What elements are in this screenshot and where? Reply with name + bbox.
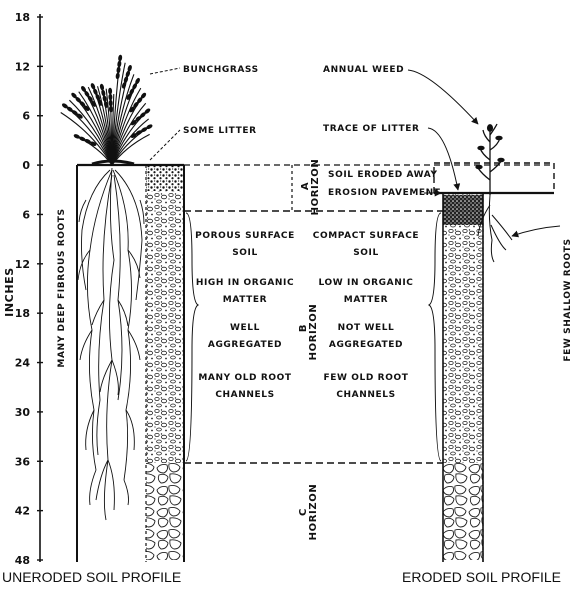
some-litter-callout-line: [149, 129, 181, 161]
eroded-feature-text: LOW IN ORGANIC: [319, 278, 414, 288]
uneroded-feature-text: WELL: [230, 323, 260, 333]
uneroded-feature-text: AGGREGATED: [208, 340, 282, 350]
bunchgrass-label: BUNCHGRASS: [183, 65, 259, 75]
trace-of-litter-label: TRACE OF LITTER: [323, 124, 420, 134]
uneroded-features: POROUS SURFACE SOIL HIGH IN ORGANIC MATTER W…: [195, 231, 295, 400]
shallow-roots-label: FEW SHALLOW ROOTS: [563, 238, 573, 361]
eroded-rock-layer: [443, 463, 483, 560]
eroded-feature-text: MATTER: [344, 295, 388, 305]
eroded-feature-text: AGGREGATED: [329, 340, 403, 350]
fibrous-roots: [77, 167, 145, 521]
depth-axis-label: INCHES: [3, 267, 16, 317]
erosion-pavement-label: EROSION PAVEMENT: [328, 188, 441, 198]
b-horizon-word: HORIZON: [308, 304, 319, 361]
depth-tick-label: 0: [22, 159, 30, 172]
uneroded-feature-text: SOIL: [232, 248, 258, 258]
eroded-caption: ERODED SOIL PROFILE: [402, 569, 561, 585]
a-horizon-word: HORIZON: [310, 159, 321, 216]
eroded-away-box: [433, 162, 555, 194]
eroded-features: COMPACT SURFACE SOIL LOW IN ORGANIC MATTER N…: [313, 231, 419, 400]
b-horizon-letter: B: [298, 324, 309, 332]
eroded-feature-text: COMPACT SURFACE: [313, 231, 419, 241]
eroded-feature-text: FEW OLD ROOT: [324, 373, 409, 383]
uneroded-feature-text: CHANNELS: [215, 390, 274, 400]
depth-tick-label: 24: [15, 357, 31, 370]
annual-weed-plant: [475, 123, 505, 195]
uneroded-feature-text: HIGH IN ORGANIC: [196, 278, 294, 288]
depth-tick-label: 30: [15, 406, 31, 419]
shallow-roots: [477, 194, 513, 263]
depth-tick-label: 42: [15, 505, 30, 518]
depth-tick-label: 36: [15, 455, 31, 468]
shallow-roots-arrow: [511, 225, 561, 238]
c-horizon-letter: C: [298, 508, 309, 516]
depth-tick-label: 6: [22, 110, 30, 123]
deep-roots-label: MANY DEEP FIBROUS ROOTS: [57, 208, 67, 367]
uneroded-caption: UNERODED SOIL PROFILE: [2, 569, 181, 585]
depth-tick-label: 12: [15, 258, 30, 271]
uneroded-rock-layer: [146, 463, 184, 560]
bunchgrass-callout-line: [149, 67, 181, 75]
eroded-feature-text: CHANNELS: [336, 390, 395, 400]
trace-of-litter-arrow: [427, 127, 461, 191]
annual-weed-arrow: [407, 69, 479, 125]
eroded-b-bracket: [427, 212, 442, 462]
eroded-feature-text: SOIL: [353, 248, 379, 258]
some-litter-label: SOME LITTER: [183, 126, 257, 136]
depth-tick-label: 18: [15, 307, 30, 320]
uneroded-dense-topsoil: [146, 165, 184, 191]
annual-weed-label: ANNUAL WEED: [323, 65, 404, 75]
uneroded-feature-text: MATTER: [223, 295, 267, 305]
uneroded-b-bracket: [185, 212, 200, 462]
depth-tick-label: 48: [15, 554, 30, 567]
uneroded-pebble-band: [146, 165, 184, 463]
eroded-dark-surface: [443, 195, 483, 225]
depth-tick-label: 6: [22, 208, 30, 221]
uneroded-feature-text: POROUS SURFACE: [195, 231, 295, 241]
depth-tick-label: 18: [15, 11, 30, 24]
c-horizon-word: HORIZON: [308, 484, 319, 541]
eroded-feature-text: NOT WELL: [338, 323, 395, 333]
bunchgrass-plant: [60, 54, 153, 166]
depth-tick-label: 12: [15, 60, 30, 73]
uneroded-feature-text: MANY OLD ROOT: [198, 373, 292, 383]
a-horizon-letter: A: [300, 182, 311, 190]
depth-axis-ticks: 18 12 6 0 6 12 18 24 30 36 42 48: [15, 11, 43, 567]
soil-eroded-away-label: SOIL ERODED AWAY: [328, 170, 438, 180]
